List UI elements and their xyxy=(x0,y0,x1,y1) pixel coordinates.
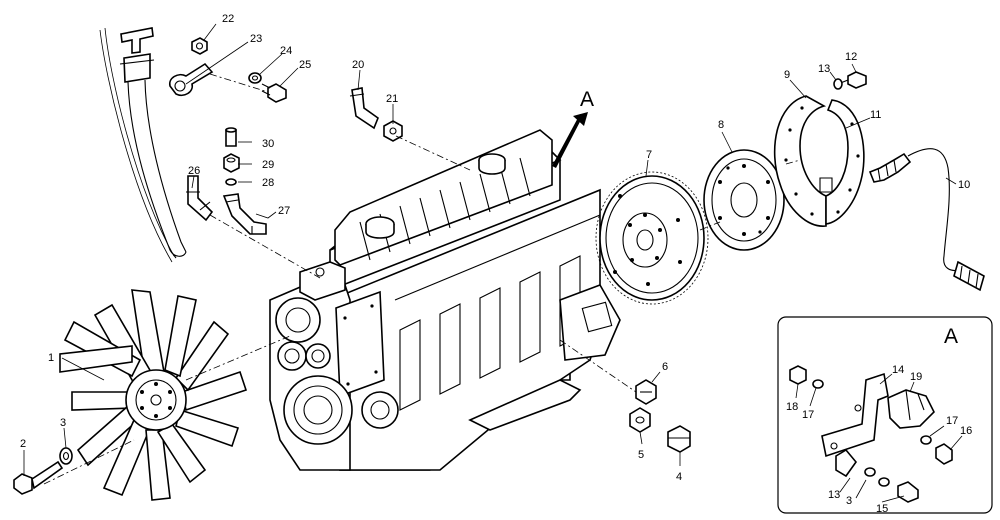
callout-27: 27 xyxy=(278,205,290,217)
callout-9: 9 xyxy=(784,69,790,81)
dipstick-tube xyxy=(99,27,187,263)
plug-5 xyxy=(629,407,651,433)
callout-22: 22 xyxy=(222,13,234,25)
detail-callout-18: 18 xyxy=(786,401,798,413)
coupling-plate xyxy=(703,149,785,251)
callout-28: 28 xyxy=(262,177,274,189)
fan xyxy=(59,289,248,501)
cover-plate-11 xyxy=(819,99,865,225)
callout-21: 21 xyxy=(386,93,398,105)
washer-24 xyxy=(248,72,262,84)
detail-a-box xyxy=(777,316,993,514)
callout-29: 29 xyxy=(262,159,274,171)
callout-5: 5 xyxy=(638,449,644,461)
detail-a-label: A xyxy=(944,325,958,348)
detail-callout-14: 14 xyxy=(892,364,904,376)
callout-12: 12 xyxy=(845,51,857,63)
speed-sensor xyxy=(868,148,985,292)
screw-25 xyxy=(261,83,287,103)
assembly-lines xyxy=(43,73,801,485)
detail-callout-13: 13 xyxy=(828,489,840,501)
elbow-26 xyxy=(186,175,214,222)
callout-20: 20 xyxy=(352,59,364,71)
callout-13: 13 xyxy=(818,63,830,75)
washer-13 xyxy=(833,78,843,90)
callout-26: 26 xyxy=(188,165,200,177)
ring-28 xyxy=(225,178,237,186)
nut-29 xyxy=(223,153,240,173)
callout-11: 11 xyxy=(870,109,881,121)
sleeve-30 xyxy=(225,127,237,147)
callout-1: 1 xyxy=(48,352,54,364)
plug-6 xyxy=(635,379,657,405)
callout-2: 2 xyxy=(20,438,26,450)
sender-4 xyxy=(667,425,691,453)
callout-7: 7 xyxy=(646,149,652,161)
detail-callout-17a: 17 xyxy=(802,409,814,421)
callout-4: 4 xyxy=(676,471,682,483)
flywheel xyxy=(595,171,709,305)
detail-callout-19: 19 xyxy=(910,371,922,383)
engine-block xyxy=(269,129,621,471)
elbow-20 xyxy=(349,87,379,130)
clamp-23 xyxy=(168,62,214,97)
callout-23: 23 xyxy=(250,33,262,45)
elbow-27 xyxy=(222,193,267,235)
detail-callout-15: 15 xyxy=(876,503,888,515)
callout-25: 25 xyxy=(299,59,311,71)
callout-8: 8 xyxy=(718,119,724,131)
bolt-2 xyxy=(13,460,64,495)
callout-24: 24 xyxy=(280,45,292,57)
view-a-label: A xyxy=(580,88,594,111)
detail-callout-3: 3 xyxy=(846,495,852,507)
callout-6: 6 xyxy=(662,361,668,373)
nut-22 xyxy=(191,37,208,55)
cover-plate-9 xyxy=(773,95,827,227)
washer-3 xyxy=(59,447,73,465)
leader-lines xyxy=(23,23,957,476)
detail-callout-17b: 17 xyxy=(946,415,958,427)
detail-callout-16: 16 xyxy=(960,425,972,437)
callout-30: 30 xyxy=(262,138,274,150)
callout-10: 10 xyxy=(958,179,970,191)
view-a-arrow xyxy=(552,112,588,168)
callout-3: 3 xyxy=(60,417,66,429)
